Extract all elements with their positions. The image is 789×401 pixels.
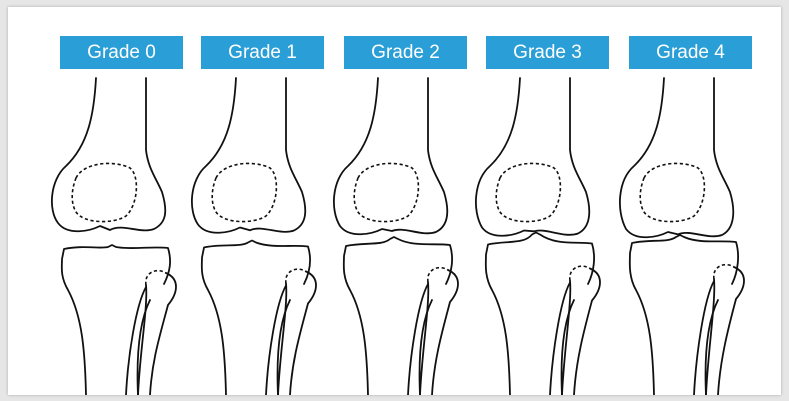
fibula-outline xyxy=(150,273,176,395)
fibula-head-hidden xyxy=(146,271,166,285)
tibia-outline xyxy=(486,233,594,396)
patella-outline xyxy=(212,163,276,221)
patella-outline xyxy=(72,163,136,221)
fibula-head-hidden xyxy=(570,266,590,280)
tibia-outline xyxy=(62,245,170,395)
patella-outline xyxy=(354,163,418,221)
knee-grade-3 xyxy=(476,78,600,395)
tibia-outline xyxy=(630,235,738,395)
femur-outline xyxy=(52,78,165,231)
tibia-outline xyxy=(344,237,452,395)
patella-outline xyxy=(640,163,704,221)
knee-grade-0 xyxy=(52,78,176,395)
knee-grade-1 xyxy=(192,78,316,395)
femur-outline xyxy=(334,78,447,234)
fibula-outline xyxy=(290,272,316,396)
knee-grade-4 xyxy=(620,78,744,395)
fibula-head-hidden xyxy=(428,268,448,282)
fibula-head-hidden xyxy=(286,269,306,283)
femur-outline xyxy=(620,78,733,237)
femur-outline xyxy=(192,78,305,233)
femur-outline xyxy=(476,78,589,236)
fibula-outline xyxy=(432,270,458,395)
tibia-outline xyxy=(202,241,310,396)
fibula-outline xyxy=(574,269,600,396)
fibula-outline xyxy=(718,267,744,395)
patella-outline xyxy=(496,163,560,221)
knee-grade-2 xyxy=(334,78,458,395)
fibula-head-hidden xyxy=(714,265,734,279)
